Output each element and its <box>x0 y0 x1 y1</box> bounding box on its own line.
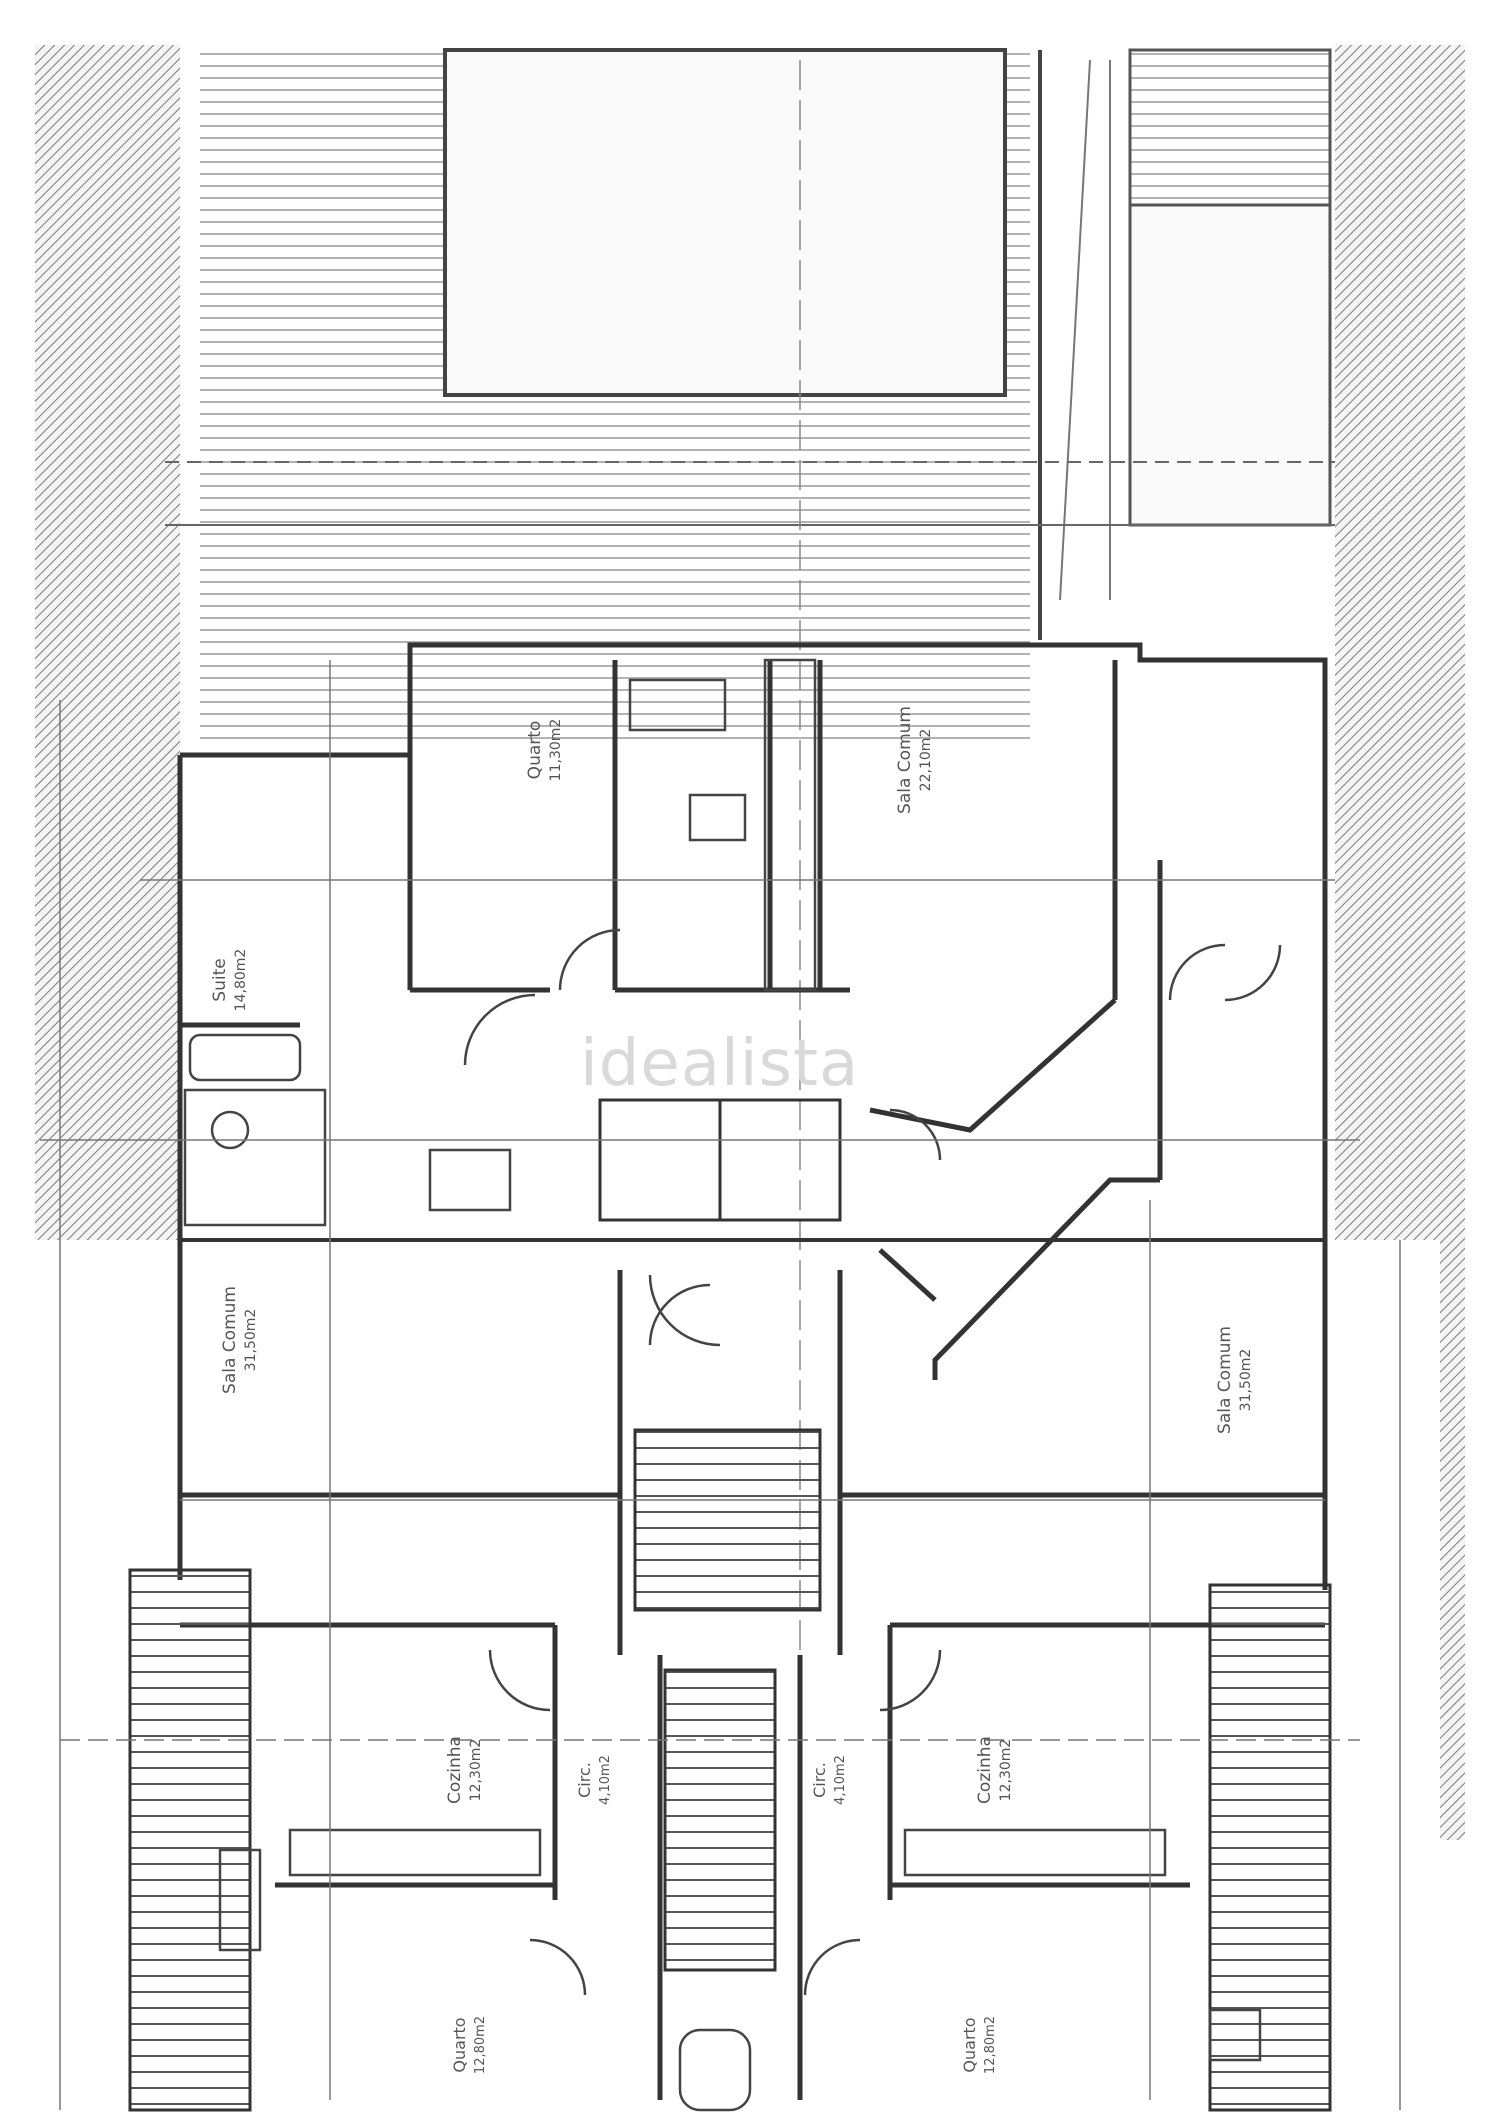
room-label-quarto-bl: Quarto 12,80m2 <box>450 2016 488 2074</box>
room-label-cozinha-left: Cozinha 12,30m2 <box>445 1736 484 1804</box>
room-label-suite: Suite 14,80m2 <box>210 949 249 1012</box>
room-label-sala-comum-left: Sala Comum 31,50m2 <box>220 1286 259 1394</box>
room-labels: Sala Comum 22,10m2 Quarto 11,30m2 Suite … <box>210 706 1254 2074</box>
room-label-quarto-br: Quarto 12,80m2 <box>960 2016 998 2074</box>
room-name: Circ. <box>575 1762 594 1798</box>
room-name: Quarto <box>525 721 545 780</box>
room-label-circ-left: Circ. 4,10m2 <box>575 1755 613 1805</box>
room-name: Sala Comum <box>895 706 915 814</box>
room-name: Circ. <box>810 1762 829 1798</box>
terrace-deck <box>165 48 1335 1700</box>
room-area: 12,30m2 <box>468 1739 484 1802</box>
room-label-sala-comum-right: Sala Comum 31,50m2 <box>1215 1326 1254 1434</box>
room-label-circ-right: Circ. 4,10m2 <box>810 1755 848 1805</box>
watermark-text: idealista <box>580 1027 859 1101</box>
room-area: 31,50m2 <box>1238 1349 1254 1412</box>
room-label-sala-comum-top: Sala Comum 22,10m2 <box>895 706 934 814</box>
room-name: Cozinha <box>445 1736 465 1804</box>
building-walls <box>177 642 1328 2100</box>
door-swings <box>463 928 1282 1996</box>
room-name: Suite <box>210 958 230 1001</box>
room-area: 31,50m2 <box>243 1309 259 1372</box>
hatched-boundary <box>35 45 1465 1840</box>
room-area: 11,30m2 <box>548 719 564 782</box>
room-area: 4,10m2 <box>598 1755 613 1805</box>
room-name: Quarto <box>960 2017 979 2072</box>
room-area: 12,80m2 <box>473 2016 488 2074</box>
room-name: Quarto <box>450 2017 469 2072</box>
staircases <box>128 1098 1332 2112</box>
room-name: Sala Comum <box>1215 1326 1235 1434</box>
room-name: Sala Comum <box>220 1286 240 1394</box>
room-area: 14,80m2 <box>233 949 249 1012</box>
room-area: 4,10m2 <box>833 1755 848 1805</box>
room-area: 12,30m2 <box>998 1739 1014 1802</box>
room-name: Cozinha <box>975 1736 995 1804</box>
room-area: 12,80m2 <box>983 2016 998 2074</box>
room-label-cozinha-right: Cozinha 12,30m2 <box>975 1736 1014 1804</box>
room-area: 22,10m2 <box>918 729 934 792</box>
room-label-quarto-top: Quarto 11,30m2 <box>525 719 564 782</box>
dimension-lines <box>40 660 1401 2110</box>
fixtures <box>183 658 1262 2112</box>
